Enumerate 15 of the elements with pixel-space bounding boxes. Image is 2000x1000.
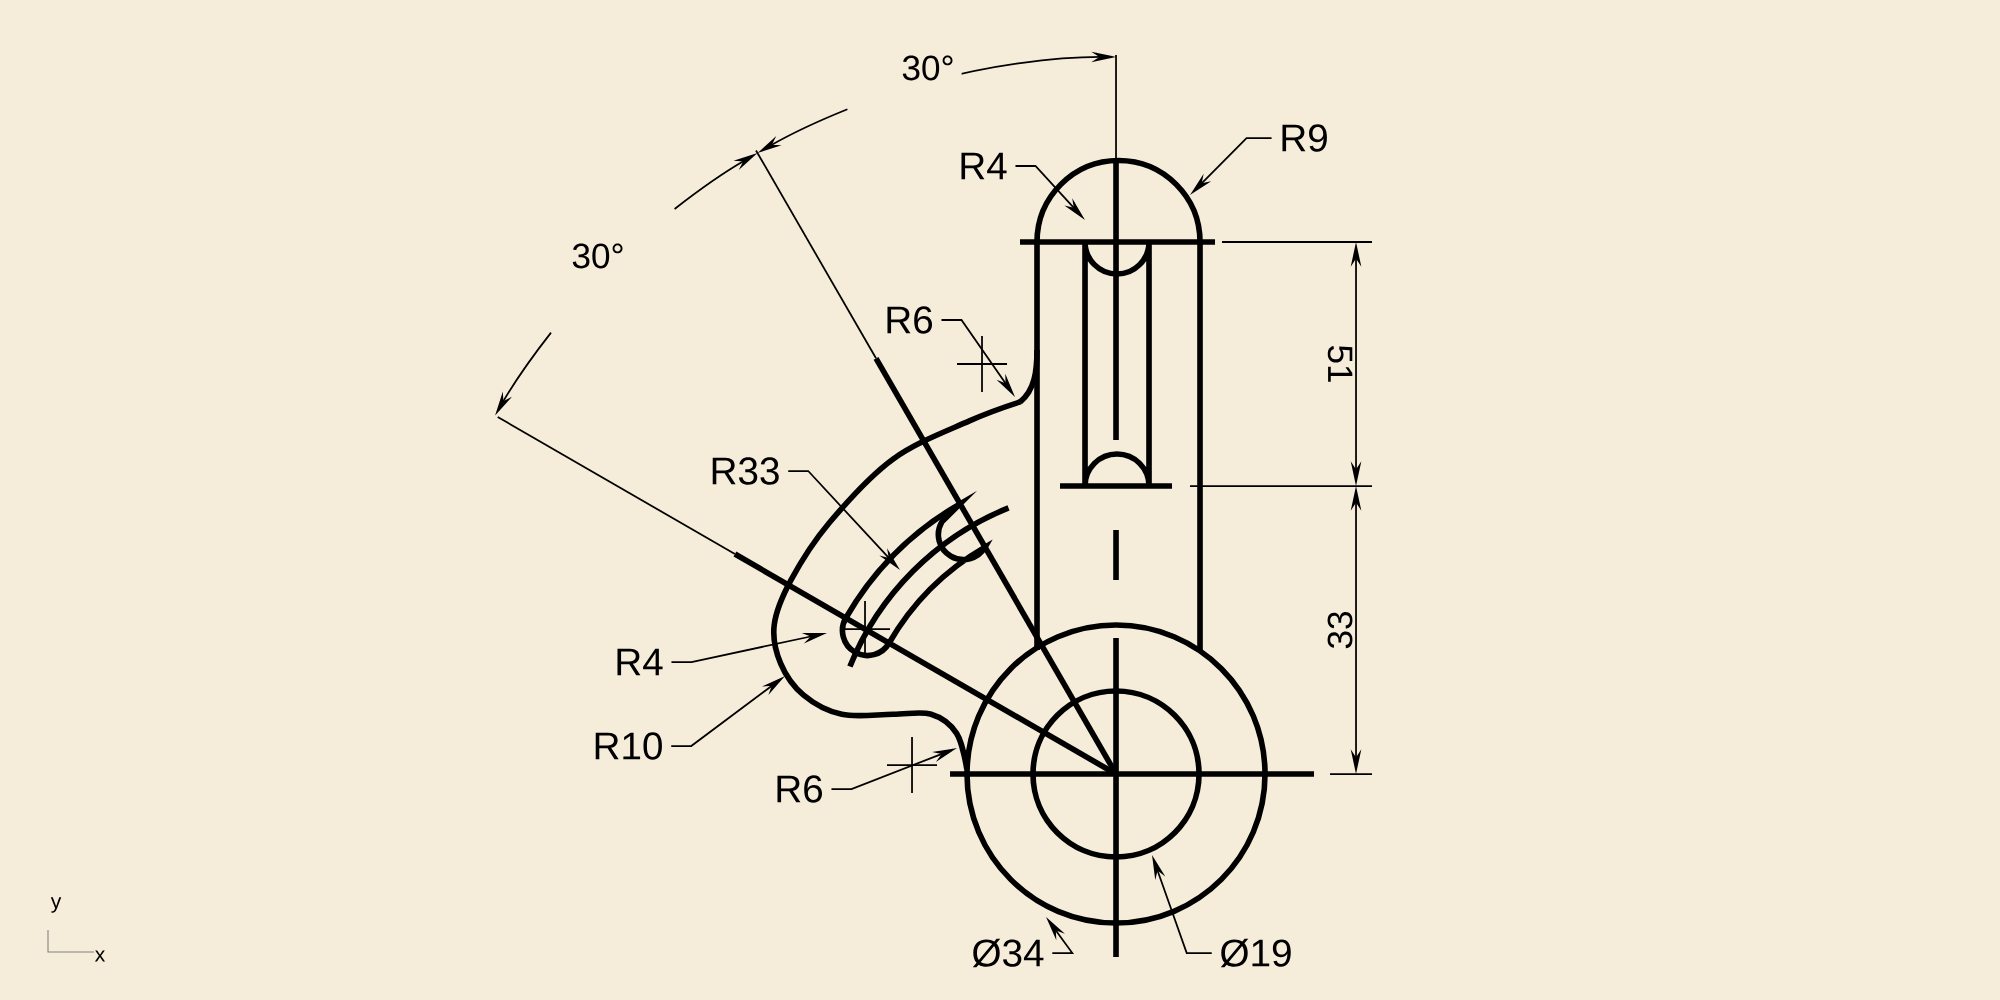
axis-label: y bbox=[50, 897, 62, 913]
dimension-text: R4 bbox=[617, 648, 663, 676]
dimension-text: 51 bbox=[1327, 345, 1353, 382]
dimension-text: R6 bbox=[887, 306, 932, 334]
dimension-text: 33 bbox=[1327, 612, 1353, 649]
dimension-text: Ø34 bbox=[972, 938, 1044, 968]
dimension-text: R9 bbox=[1282, 124, 1327, 152]
dimension-text: R33 bbox=[712, 457, 779, 485]
dimension-text: 30° bbox=[894, 48, 962, 88]
dimension-text: 30° bbox=[564, 236, 632, 276]
dimension-text: R6 bbox=[777, 775, 822, 803]
dimension-text: Ø19 bbox=[1220, 938, 1291, 968]
dimension-text: R10 bbox=[595, 732, 662, 760]
axis-label: x bbox=[94, 950, 106, 962]
dimension-text: R4 bbox=[961, 152, 1007, 180]
